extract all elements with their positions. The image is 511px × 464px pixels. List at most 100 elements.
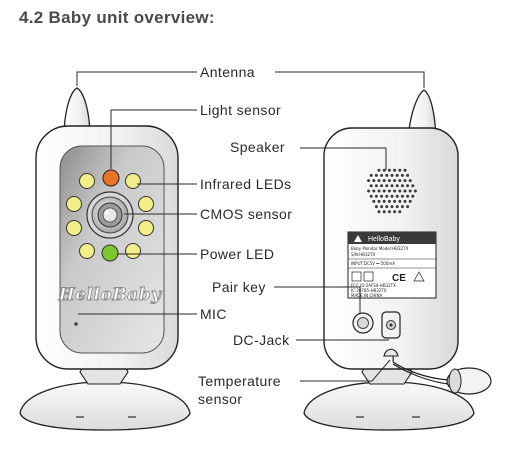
speaker-hole <box>382 189 386 193</box>
label-model: Baby Monitor Model:HB32TX <box>351 246 408 251</box>
speaker-hole <box>382 210 386 214</box>
leader-antenna <box>76 71 197 86</box>
speaker-hole <box>382 179 386 183</box>
speaker-hole <box>374 205 378 209</box>
speaker-hole <box>398 168 402 172</box>
speaker-hole <box>406 194 410 198</box>
label-temperature-line1: Temperature <box>198 373 281 389</box>
speaker-hole <box>372 199 376 203</box>
speaker-hole <box>390 184 394 188</box>
ir-led <box>79 173 95 189</box>
speaker-hole <box>403 168 407 172</box>
speaker-hole <box>411 184 415 188</box>
ir-led <box>66 196 82 212</box>
rating-label: HelloBaby Baby Monitor Model:HB32TX S/N:… <box>347 231 437 299</box>
speaker-hole <box>395 194 399 198</box>
label-power-led: Power LED <box>200 246 274 262</box>
speaker-hole <box>380 184 384 188</box>
section-heading: 4.2 Baby unit overview: <box>19 8 215 27</box>
label-serial: S/N:HB32TX <box>351 252 376 257</box>
ir-led <box>125 173 141 189</box>
speaker-hole <box>380 173 384 177</box>
leader-light-sensor <box>110 109 197 169</box>
speaker-hole <box>377 199 381 203</box>
speaker-hole <box>385 184 389 188</box>
speaker-hole <box>398 179 402 183</box>
speaker-hole <box>387 179 391 183</box>
ir-led <box>66 220 82 236</box>
speaker-hole <box>406 184 410 188</box>
speaker-hole <box>406 205 410 209</box>
speaker-hole <box>400 173 404 177</box>
speaker-hole <box>411 194 415 198</box>
temperature-sensor-probe <box>383 348 492 395</box>
label-fcc: FCC ID:2AFS4-HB32TX <box>351 283 396 288</box>
leader-lines <box>76 71 425 382</box>
speaker-hole <box>393 189 397 193</box>
label-ce-mark: CE <box>392 273 406 284</box>
leader-temperature-sensor <box>300 359 391 382</box>
speaker-hole <box>382 199 386 203</box>
speaker-hole <box>413 189 417 193</box>
speaker-hole <box>403 189 407 193</box>
rear-stand-base <box>303 381 475 431</box>
front-logo: HelloBaby <box>58 285 162 305</box>
speaker-hole <box>387 199 391 203</box>
label-temperature-line2: sensor <box>198 391 242 407</box>
speaker-hole <box>374 173 378 177</box>
label-speaker: Speaker <box>230 139 285 155</box>
label-antenna: Antenna <box>200 64 255 80</box>
leader-pair-key <box>274 286 361 314</box>
speaker-hole <box>387 168 391 172</box>
speaker-hole <box>390 194 394 198</box>
power-led <box>101 244 119 262</box>
speaker-hole <box>385 173 389 177</box>
front-unit: HelloBaby <box>19 87 191 431</box>
speaker-hole <box>406 173 410 177</box>
speaker-hole <box>369 173 373 177</box>
label-cmos-sensor: CMOS sensor <box>200 206 292 222</box>
speaker-hole <box>393 199 397 203</box>
speaker-hole <box>374 184 378 188</box>
speaker-hole <box>369 194 373 198</box>
speaker-hole <box>400 194 404 198</box>
speaker-hole <box>390 205 394 209</box>
speaker-hole <box>377 210 381 214</box>
cmos-sensor-lens <box>86 191 134 239</box>
speaker-hole <box>393 210 397 214</box>
speaker-hole <box>390 173 394 177</box>
leader-speaker <box>300 147 387 170</box>
speaker-hole <box>377 168 381 172</box>
speaker-hole <box>377 179 381 183</box>
front-stand-base <box>19 381 191 431</box>
speaker-hole <box>374 194 378 198</box>
speaker-hole <box>398 199 402 203</box>
ir-led <box>79 243 95 259</box>
label-dc-jack: DC-Jack <box>233 332 290 348</box>
label-input: INPUT:DC5V ⎓ 500mA <box>351 261 395 266</box>
speaker-hole <box>367 179 371 183</box>
speaker-hole <box>403 199 407 203</box>
speaker-hole <box>382 168 386 172</box>
speaker-hole <box>398 210 402 214</box>
speaker-hole <box>403 179 407 183</box>
leader-antenna-rear <box>275 71 425 88</box>
label-pair-key: Pair key <box>212 279 266 295</box>
label-ic: IC:20785-HB32TX <box>351 288 387 293</box>
infrared-leds <box>66 173 154 259</box>
speaker-hole <box>380 205 384 209</box>
ir-led <box>125 243 141 259</box>
speaker-hole <box>377 189 381 193</box>
light-sensor <box>102 169 120 187</box>
label-origin: MADE IN CHINA <box>351 293 382 298</box>
speaker-hole <box>393 168 397 172</box>
speaker-hole <box>395 205 399 209</box>
speaker-hole <box>372 179 376 183</box>
speaker-hole <box>408 179 412 183</box>
dc-jack-port <box>381 311 401 339</box>
label-light-sensor: Light sensor <box>200 102 281 118</box>
speaker-hole <box>367 189 371 193</box>
label-mic: MIC <box>200 306 227 322</box>
